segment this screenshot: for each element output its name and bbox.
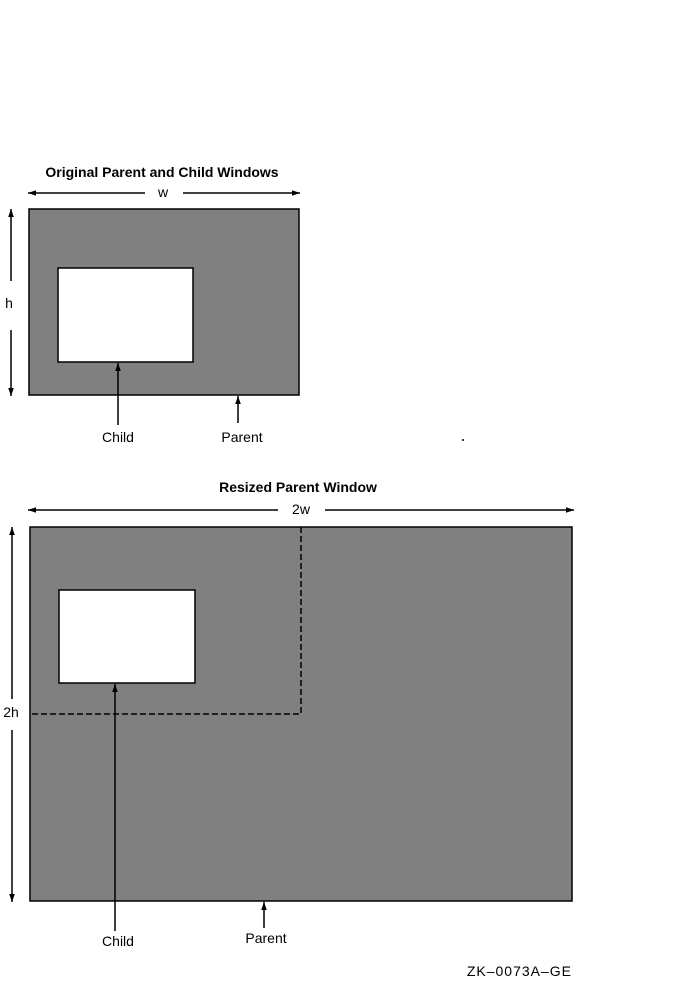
resized-section: Resized Parent Window 2w 2h Child Parent [3,479,574,949]
resized-title: Resized Parent Window [219,479,377,495]
figure-id: ZK–0073A–GE [467,963,572,979]
resized-parent-label: Parent [245,930,286,946]
resized-child-window [58,589,196,684]
child-window [57,267,194,363]
width-label: w [157,184,169,200]
parent-label: Parent [221,429,262,445]
resized-child-label: Child [102,933,134,949]
child-label: Child [102,429,134,445]
original-section: Original Parent and Child Windows w h Ch… [5,164,464,445]
width-2w-label: 2w [292,501,311,517]
height-2h-label: 2h [3,704,19,720]
height-label: h [5,295,13,311]
stray-dot [462,439,464,441]
original-title: Original Parent and Child Windows [45,164,278,180]
